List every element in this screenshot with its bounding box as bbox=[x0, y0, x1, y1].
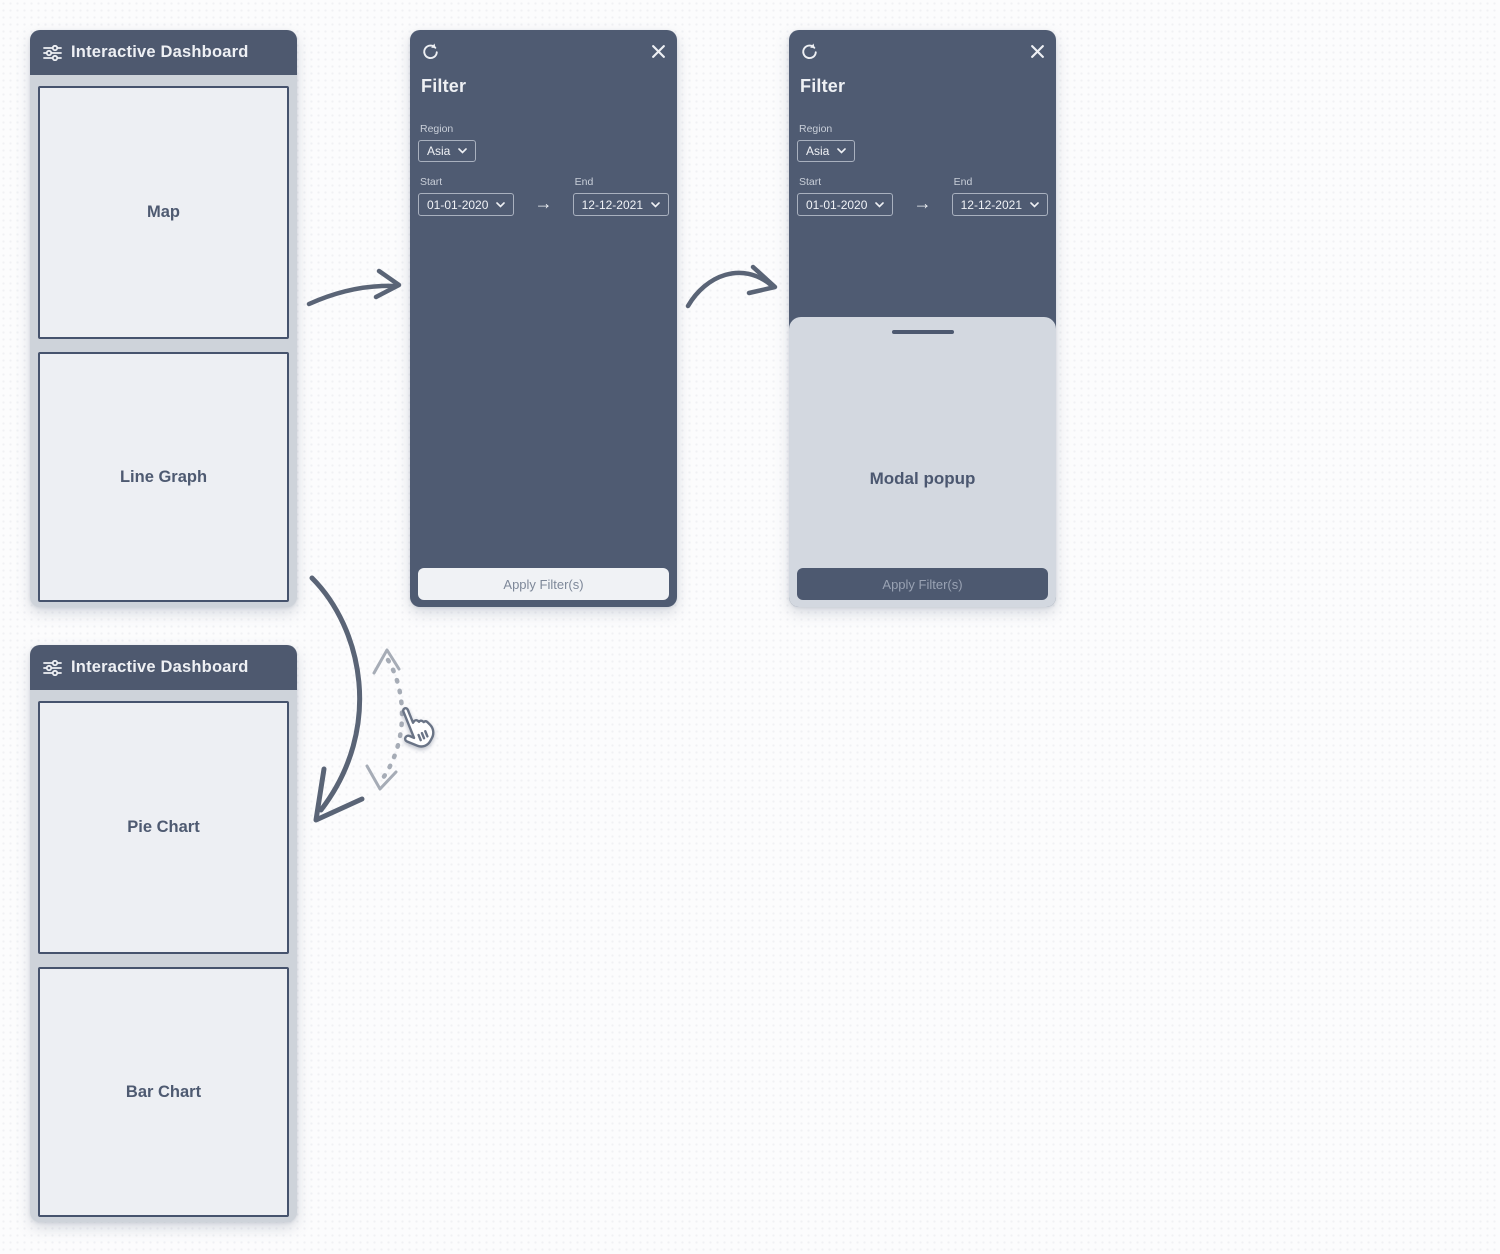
flow-arrow-filter-to-modal bbox=[685, 264, 778, 309]
date-range-arrow: → bbox=[913, 193, 932, 213]
widget-bar-chart: Bar Chart bbox=[38, 967, 289, 1217]
chevron-down-icon bbox=[651, 201, 660, 208]
refresh-icon[interactable] bbox=[800, 42, 819, 61]
end-label: End bbox=[953, 176, 973, 188]
end-label: End bbox=[574, 176, 594, 188]
chevron-down-icon bbox=[458, 148, 468, 154]
refresh-icon[interactable] bbox=[421, 42, 440, 61]
end-date-value: 12-12-2021 bbox=[960, 197, 1022, 212]
end-date-value: 12-12-2021 bbox=[581, 197, 643, 212]
widget-label: Bar Chart bbox=[125, 1082, 202, 1101]
filter-title: Filter bbox=[800, 76, 846, 96]
modal-popup: Modal popup Apply Filter(s) bbox=[789, 317, 1056, 607]
filter-panel-with-modal: Filter Region Asia Start 01-01-2020 → En… bbox=[789, 30, 1056, 607]
chevron-down-icon bbox=[875, 201, 885, 208]
widget-line-graph: Line Graph bbox=[38, 352, 289, 602]
filter-panel: Filter Region Asia Start 01-01-2020 → En… bbox=[410, 30, 677, 607]
start-label: Start bbox=[799, 176, 822, 188]
modal-title: Modal popup bbox=[869, 469, 976, 488]
dashboard-body: Map Line Graph bbox=[30, 75, 297, 607]
start-date-value: 01-01-2020 bbox=[427, 197, 489, 212]
end-date-select[interactable]: 12-12-2021 bbox=[951, 193, 1048, 216]
filter-title: Filter bbox=[421, 76, 467, 96]
modal-drag-handle[interactable] bbox=[891, 330, 954, 334]
hand-cursor-icon bbox=[402, 707, 435, 748]
sliders-icon bbox=[43, 659, 62, 676]
region-value: Asia bbox=[427, 144, 451, 158]
widget-label: Map bbox=[147, 203, 180, 221]
close-icon[interactable] bbox=[651, 44, 666, 59]
dashboard-body: Pie Chart Bar Chart bbox=[30, 690, 297, 1222]
region-select[interactable]: Asia bbox=[797, 140, 856, 162]
date-range-arrow: → bbox=[534, 193, 553, 213]
dashboard-header: Interactive Dashboard bbox=[30, 30, 297, 75]
widget-label: Line Graph bbox=[119, 467, 208, 486]
start-date-select[interactable]: 01-01-2020 bbox=[797, 193, 894, 216]
dashboard-title: Interactive Dashboard bbox=[71, 43, 249, 61]
start-label: Start bbox=[420, 176, 443, 188]
chevron-down-icon bbox=[496, 201, 506, 208]
region-label: Region bbox=[799, 123, 833, 135]
widget-map: Map bbox=[38, 86, 289, 339]
end-date-select[interactable]: 12-12-2021 bbox=[572, 193, 669, 216]
start-date-select[interactable]: 01-01-2020 bbox=[418, 193, 515, 216]
widget-label: Pie Chart bbox=[127, 818, 200, 836]
modal-apply-filters-button[interactable]: Apply Filter(s) bbox=[797, 568, 1048, 600]
flow-arrow-dashboard-to-dashboard bbox=[309, 575, 365, 823]
region-select[interactable]: Asia bbox=[418, 140, 477, 162]
dashboard-header: Interactive Dashboard bbox=[30, 645, 297, 690]
dashboard-panel-bottom: Interactive Dashboard Pie Chart Bar Char… bbox=[30, 645, 297, 1222]
chevron-down-icon bbox=[1030, 201, 1039, 208]
flow-arrow-dashboard-to-filter bbox=[306, 268, 402, 307]
start-date-value: 01-01-2020 bbox=[806, 197, 868, 212]
dashboard-panel-top: Interactive Dashboard Map Line Graph bbox=[30, 30, 297, 607]
chevron-down-icon bbox=[837, 148, 847, 154]
close-icon[interactable] bbox=[1030, 44, 1045, 59]
region-value: Asia bbox=[806, 144, 830, 158]
dashboard-title: Interactive Dashboard bbox=[71, 658, 249, 676]
scroll-gesture-dashed-arrow bbox=[365, 648, 405, 791]
sliders-icon bbox=[43, 44, 62, 61]
region-label: Region bbox=[420, 123, 454, 135]
widget-pie-chart: Pie Chart bbox=[38, 701, 289, 954]
apply-filters-button[interactable]: Apply Filter(s) bbox=[418, 568, 669, 600]
